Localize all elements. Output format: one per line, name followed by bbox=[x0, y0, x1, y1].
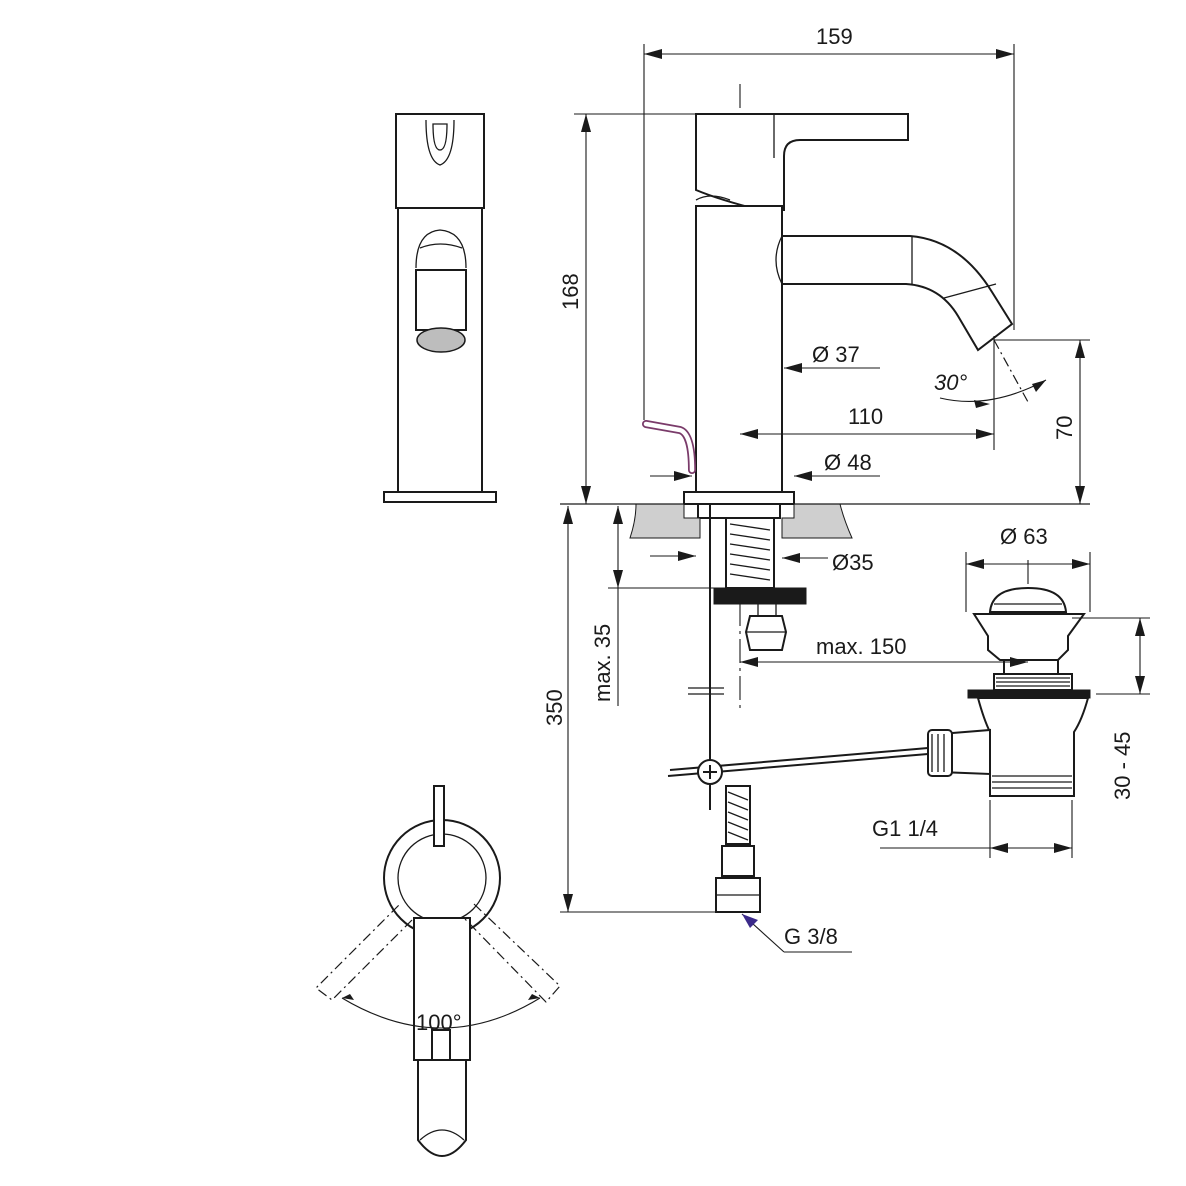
dim-body-diameter: Ø 37 bbox=[812, 342, 860, 367]
top-view bbox=[315, 785, 561, 1157]
dim-base-diameter: Ø 48 bbox=[824, 450, 872, 475]
underside-fixing bbox=[688, 504, 807, 913]
dim-supply-thread: G 3/8 bbox=[784, 924, 838, 949]
dim-waste-thread: G1 1/4 bbox=[872, 816, 938, 841]
dimension-labels: 159 168 Ø 37 110 30° 70 Ø 48 Ø35 max. 35… bbox=[416, 24, 1135, 1035]
dim-spout-reach: 110 bbox=[848, 404, 883, 429]
dim-spout-height: 70 bbox=[1052, 416, 1077, 440]
countertop bbox=[560, 503, 1090, 539]
faucet-side-view bbox=[642, 84, 1014, 712]
dim-waste-diameter: Ø 63 bbox=[1000, 524, 1048, 549]
dim-waste-adjust: 30 - 45 bbox=[1110, 732, 1135, 801]
dim-deck-thickness: max. 35 bbox=[590, 624, 615, 702]
dim-159: 159 bbox=[816, 24, 853, 49]
dim-under-length: 350 bbox=[542, 689, 567, 726]
dim-hole-diameter: Ø35 bbox=[832, 550, 874, 575]
pop-up-waste bbox=[667, 560, 1091, 797]
dimension-lines bbox=[560, 44, 1150, 953]
dim-rod-length: max. 150 bbox=[816, 634, 907, 659]
dim-168: 168 bbox=[558, 273, 583, 310]
dim-lever-angle: 100° bbox=[416, 1010, 462, 1035]
dim-spout-angle: 30° bbox=[934, 370, 967, 395]
front-view bbox=[383, 113, 497, 503]
